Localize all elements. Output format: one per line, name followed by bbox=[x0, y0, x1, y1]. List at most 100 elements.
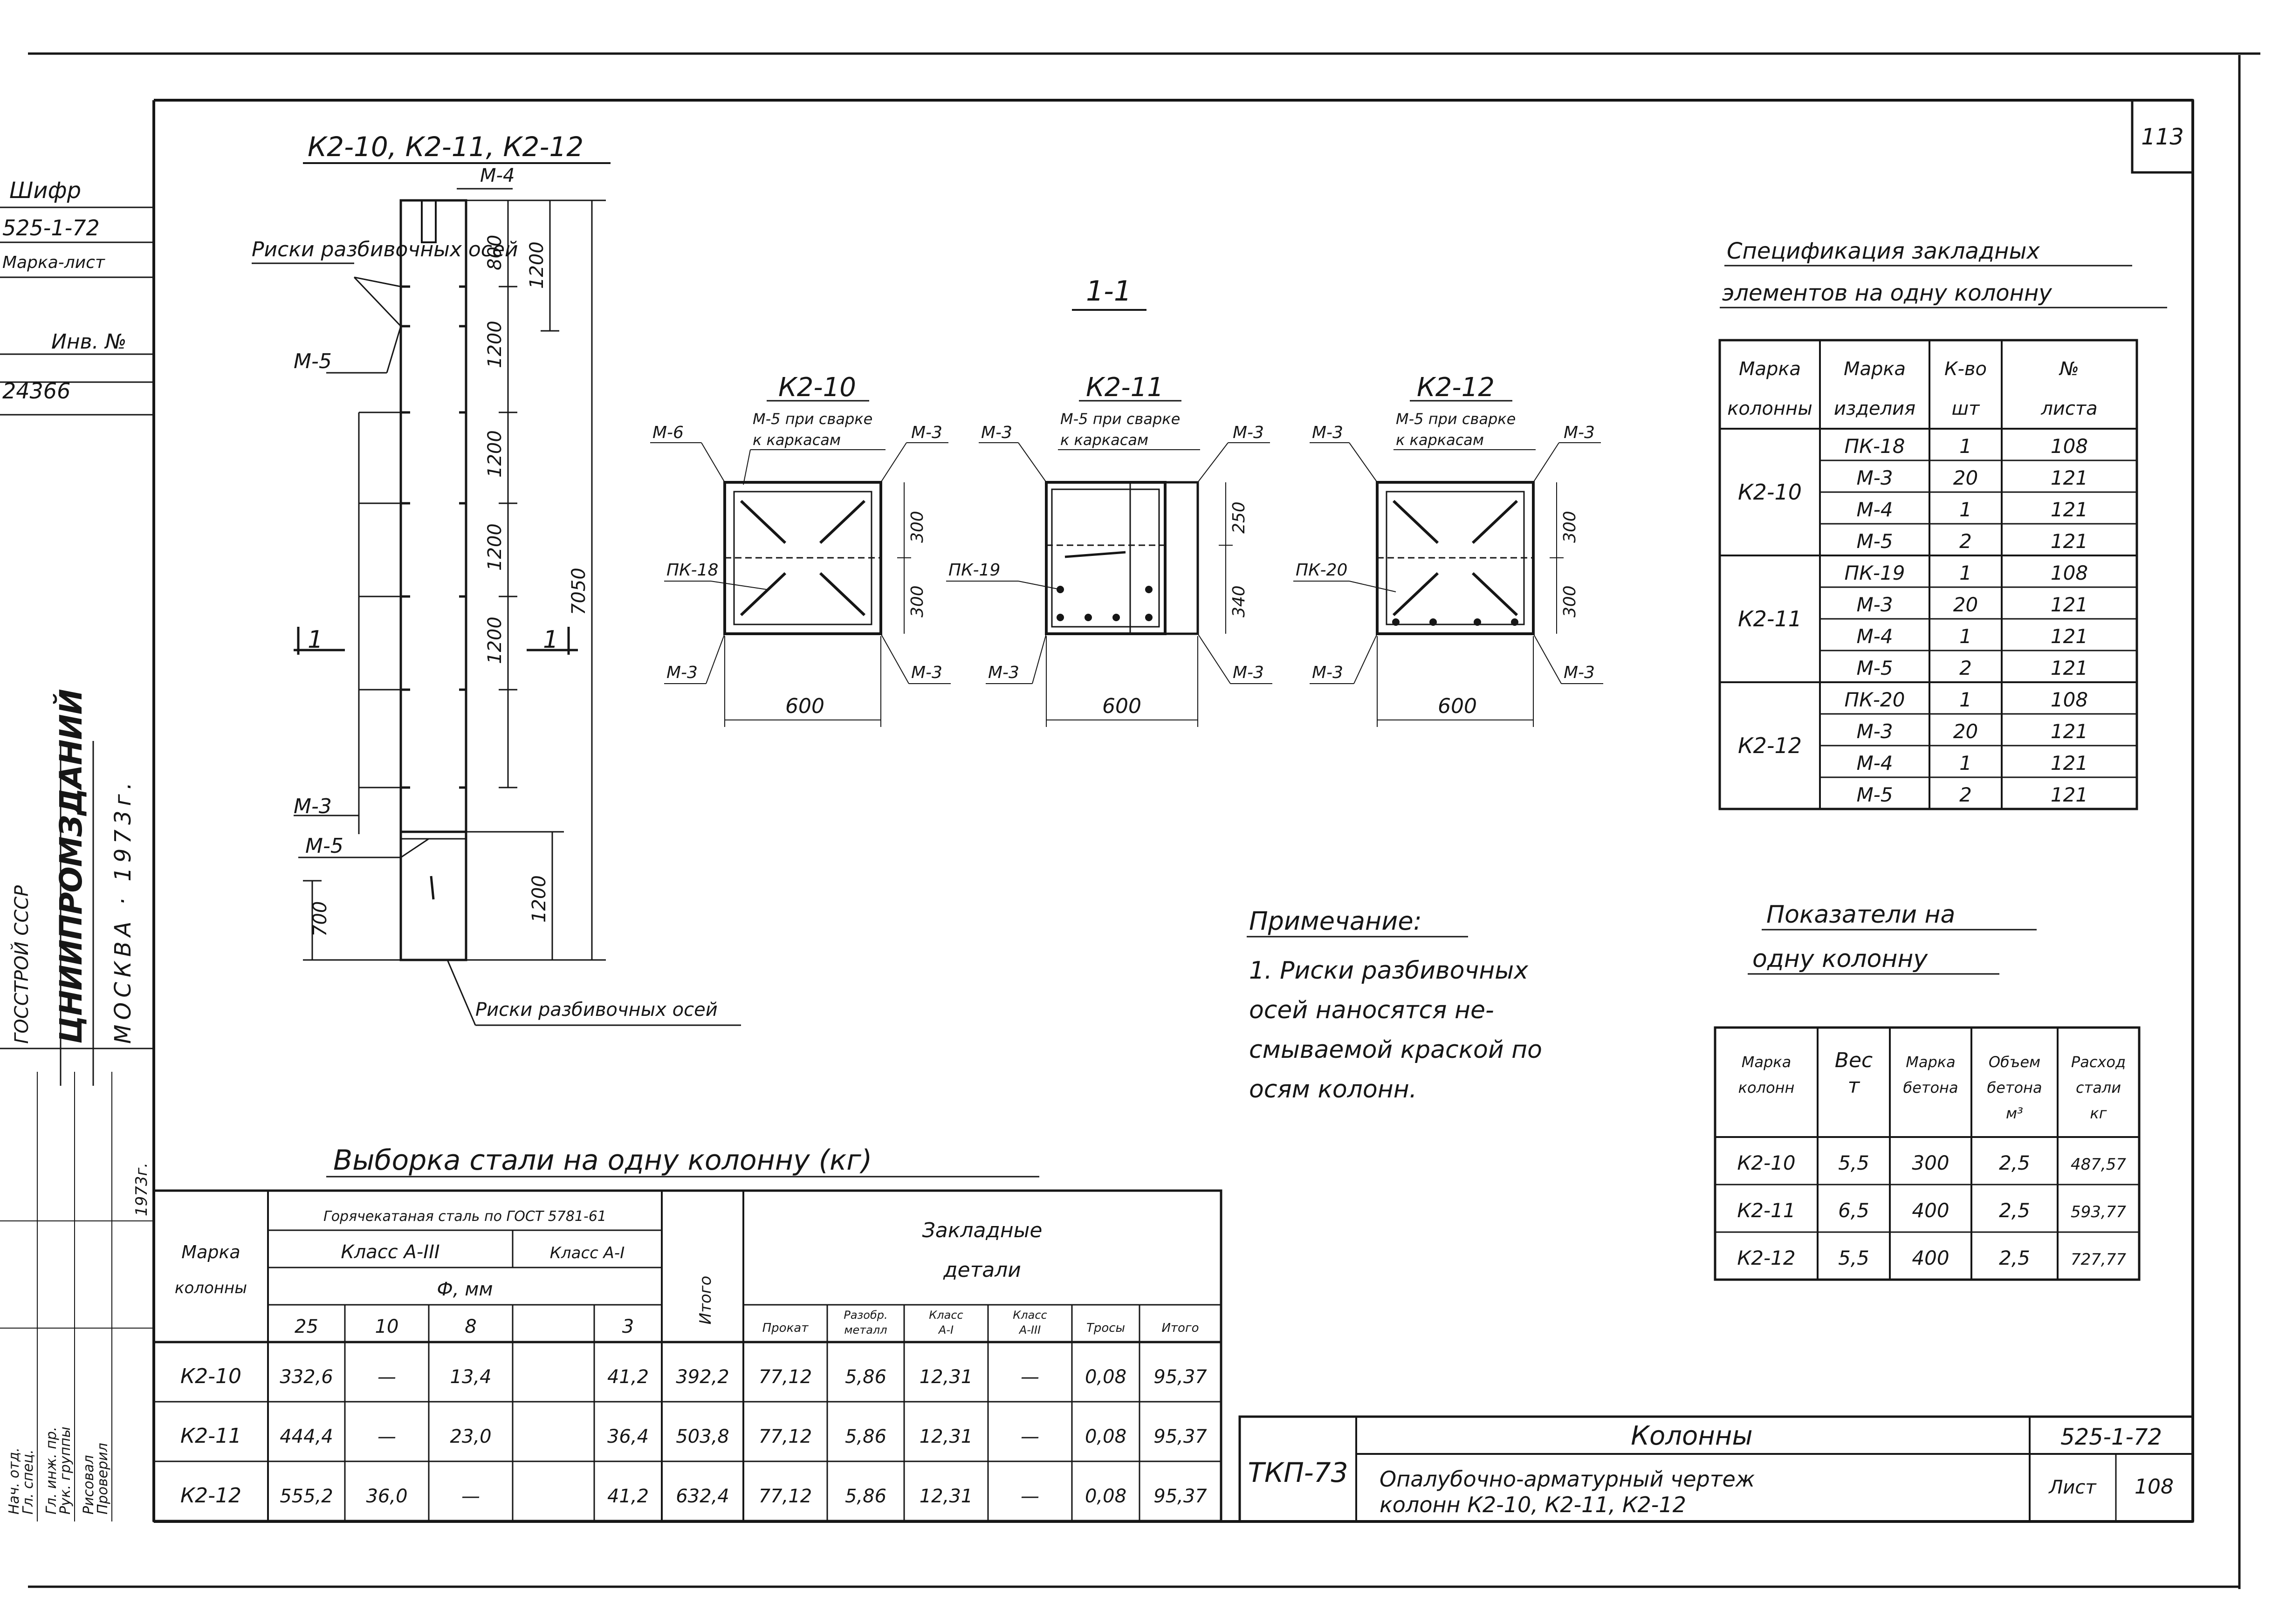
steel-cell: К2-10 bbox=[180, 1364, 241, 1388]
spec-cell: М-5 bbox=[1856, 657, 1893, 679]
steel-cell: — bbox=[461, 1486, 480, 1507]
spec-cell: М-5 bbox=[1856, 783, 1893, 806]
stamp-label: Шифр bbox=[9, 178, 81, 204]
spec-cell: 121 bbox=[2051, 657, 2088, 679]
steel-cell: 77,12 bbox=[759, 1426, 812, 1447]
spec-cell: 1 bbox=[1959, 562, 1972, 584]
steel-cell: К2-11 bbox=[180, 1424, 241, 1448]
steel-cell: 77,12 bbox=[759, 1486, 812, 1507]
elevation-dimensions bbox=[303, 199, 606, 961]
spec-cell: 108 bbox=[2051, 688, 2088, 711]
steel-cell: — bbox=[378, 1366, 396, 1388]
svg-text:М-3: М-3 bbox=[1312, 663, 1343, 682]
title-block-desc-1: Опалубочно-арматурный чертеж bbox=[1380, 1466, 1755, 1492]
spec-cell: 108 bbox=[2051, 562, 2088, 584]
spec-cell: 121 bbox=[2051, 752, 2088, 774]
steel-header-class3: Класс А-III bbox=[341, 1241, 439, 1263]
spec-cell: 20 bbox=[1953, 593, 1978, 616]
svg-text:300: 300 bbox=[908, 511, 927, 543]
svg-text:М-3: М-3 bbox=[911, 423, 942, 442]
steel-cell: 95,37 bbox=[1153, 1366, 1207, 1388]
stamp-org-2: ЦНИИПРОМЗДАНИЙ bbox=[53, 689, 89, 1044]
spec-border bbox=[1718, 339, 2138, 810]
indicators-header-4-2: кг bbox=[2090, 1104, 2107, 1122]
steel-cell: — bbox=[1021, 1366, 1039, 1388]
steel-cell: 12,31 bbox=[920, 1366, 973, 1388]
spec-cell: 1 bbox=[1959, 498, 1972, 521]
indicators-cell: 400 bbox=[1912, 1247, 1949, 1269]
svg-text:ПК-18: ПК-18 bbox=[666, 561, 718, 580]
steel-cell: 5,86 bbox=[845, 1486, 886, 1507]
svg-text:М-3: М-3 bbox=[1233, 423, 1264, 442]
spec-cell: 108 bbox=[2051, 435, 2088, 458]
steel-cell: 95,37 bbox=[1153, 1486, 1207, 1507]
spec-header-3-0: № bbox=[2059, 358, 2079, 380]
steel-header-total: Итого bbox=[696, 1276, 715, 1325]
svg-text:250: 250 bbox=[1229, 501, 1249, 534]
svg-text:М-3: М-3 bbox=[981, 423, 1012, 442]
stamp-person-1: Нач. отд. bbox=[6, 1447, 22, 1514]
title-block: ТКП-73 Колонны Опалубочно-арматурный чер… bbox=[1238, 1415, 2194, 1523]
svg-text:М-3: М-3 bbox=[1564, 663, 1595, 682]
note-block: Примечание: 1. Риски разбивочных осей на… bbox=[1247, 906, 1542, 1103]
title-block-sheet-no: 108 bbox=[2135, 1475, 2174, 1499]
steel-cell: 41,2 bbox=[607, 1486, 649, 1507]
svg-text:1: 1 bbox=[308, 626, 323, 654]
stamp-date: 1973г. bbox=[132, 1163, 151, 1216]
spec-cell: 2 bbox=[1959, 783, 1972, 806]
svg-text:600: 600 bbox=[1438, 694, 1477, 718]
sections-group: 1-1 К2-10 М-6 М-5 при сварке к каркасам … bbox=[650, 275, 1603, 727]
indicators-header-0-0: Марка bbox=[1742, 1053, 1791, 1071]
svg-text:М-3: М-3 bbox=[1564, 423, 1595, 442]
axis-label-bottom: Риски разбивочных осей bbox=[475, 999, 718, 1021]
note-title: Примечание: bbox=[1249, 906, 1422, 936]
steel-cell: 332,6 bbox=[280, 1366, 333, 1388]
dim-1200-b: 1200 bbox=[484, 430, 506, 478]
steel-cell: 444,4 bbox=[280, 1426, 333, 1447]
spec-cell: 1 bbox=[1959, 435, 1972, 458]
section-k2-10: К2-10 М-6 М-5 при сварке к каркасам М-3 … bbox=[650, 372, 951, 727]
axis-marks-label: Риски разбивочных осей bbox=[252, 238, 518, 261]
svg-text:М-3: М-3 bbox=[1233, 663, 1264, 682]
stamp-code: 525-1-72 bbox=[2, 215, 100, 240]
steel-diameter: 3 bbox=[622, 1316, 634, 1337]
sheet-number: 113 bbox=[2141, 124, 2184, 150]
svg-text:ПК-20: ПК-20 bbox=[1296, 561, 1347, 580]
steel-cell: — bbox=[1021, 1486, 1039, 1507]
indicators-cell: 5,5 bbox=[1838, 1247, 1869, 1269]
steel-diameter: 25 bbox=[295, 1316, 318, 1337]
steel-emb-header: металл bbox=[844, 1323, 887, 1336]
m3-label: М-3 bbox=[294, 795, 332, 818]
indicators-border bbox=[1714, 1026, 2141, 1281]
title-block-sheet-label: Лист bbox=[2048, 1477, 2097, 1498]
section-title: 1-1 bbox=[1086, 275, 1132, 308]
svg-text:К2-11: К2-11 bbox=[1086, 372, 1164, 403]
steel-header-mark: Марка bbox=[181, 1242, 240, 1262]
svg-text:к каркасам: к каркасам bbox=[1396, 431, 1484, 449]
indicators-cell: К2-12 bbox=[1737, 1247, 1795, 1269]
steel-cell: — bbox=[1021, 1426, 1039, 1447]
indicators-cell: 300 bbox=[1912, 1151, 1949, 1174]
stamp-org-1: ГОССТРОЙ СССР bbox=[10, 885, 33, 1044]
steel-border bbox=[152, 1189, 1222, 1522]
steel-header-hot: Горячекатаная сталь по ГОСТ 5781-61 bbox=[323, 1208, 606, 1225]
steel-emb-header: А-III bbox=[1018, 1323, 1041, 1336]
indicators-header-2-0: Марка bbox=[1906, 1053, 1955, 1071]
indicators-header-0-1: колонн bbox=[1738, 1079, 1795, 1096]
indicators-cell: 2,5 bbox=[1999, 1199, 2030, 1222]
indicators-title-2: одну колонну bbox=[1752, 945, 1928, 973]
spec-cell: 2 bbox=[1959, 530, 1972, 553]
spec-cell: М-4 bbox=[1856, 625, 1893, 648]
leader-lines bbox=[294, 276, 741, 1026]
spec-cell: 121 bbox=[2051, 783, 2088, 806]
steel-cell: 392,2 bbox=[676, 1366, 729, 1388]
svg-text:М-6: М-6 bbox=[652, 423, 684, 442]
spec-group-mark: К2-12 bbox=[1738, 733, 1802, 758]
title-block-code: 525-1-72 bbox=[2060, 1424, 2162, 1450]
svg-text:М-5 при сварке: М-5 при сварке bbox=[1396, 410, 1516, 428]
steel-cell: 0,08 bbox=[1085, 1366, 1126, 1388]
spec-group-mark: К2-10 bbox=[1738, 480, 1802, 505]
svg-text:ПК-19: ПК-19 bbox=[948, 561, 1000, 580]
spec-cell: ПК-19 bbox=[1845, 562, 1905, 584]
indicators-header-1-1: т bbox=[1848, 1074, 1860, 1098]
